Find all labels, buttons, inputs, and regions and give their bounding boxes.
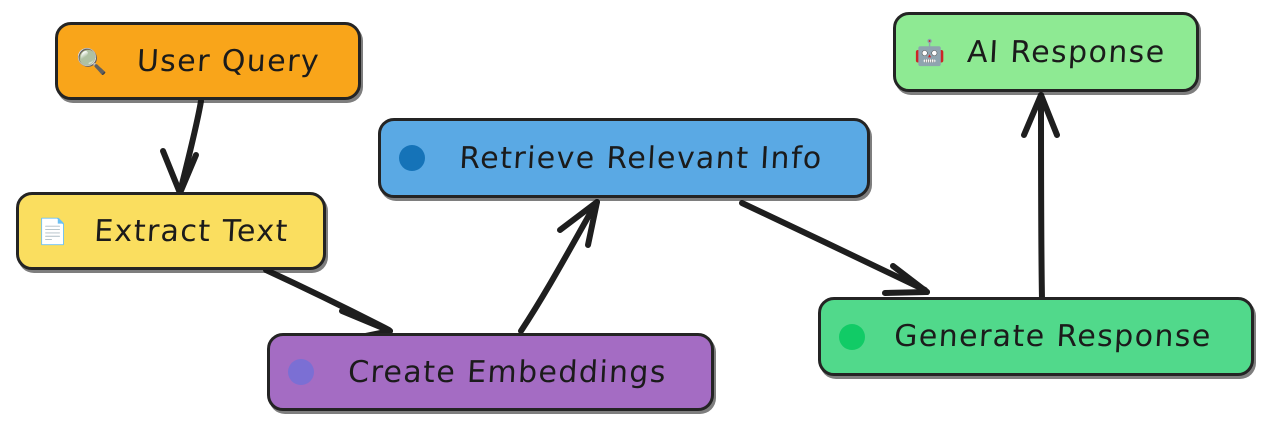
node-label: Generate Response bbox=[893, 319, 1213, 354]
green-dot-icon bbox=[839, 323, 865, 350]
node-generate-response[interactable]: Generate Response bbox=[818, 297, 1254, 376]
node-label: Create Embeddings bbox=[347, 354, 668, 390]
node-label: AI Response bbox=[966, 34, 1167, 70]
node-create-embeddings[interactable]: Create Embeddings bbox=[267, 333, 714, 411]
node-extract-text[interactable]: 📄 Extract Text bbox=[16, 192, 326, 270]
robot-icon: 🤖 bbox=[914, 37, 946, 67]
blue-dot-icon bbox=[399, 145, 425, 171]
node-retrieve-relevant-info[interactable]: Retrieve Relevant Info bbox=[378, 118, 870, 198]
node-label: Retrieve Relevant Info bbox=[458, 140, 824, 176]
magnifying-glass-icon: 🔍 bbox=[76, 46, 108, 76]
violet-dot-icon bbox=[288, 359, 314, 385]
node-label: Extract Text bbox=[93, 213, 290, 249]
edge-create-embeddings-retrieve bbox=[518, 199, 600, 334]
node-ai-response[interactable]: 🤖 AI Response bbox=[893, 12, 1199, 92]
edge-extract-text-create-embeddings bbox=[263, 267, 393, 342]
document-icon: 📄 bbox=[37, 216, 69, 246]
node-user-query[interactable]: 🔍 User Query bbox=[55, 22, 361, 100]
edge-retrieve-generate-response bbox=[739, 200, 930, 296]
node-label: User Query bbox=[136, 43, 322, 79]
edge-generate-response-ai-response bbox=[1021, 92, 1060, 302]
edge-user-query-extract-text bbox=[160, 98, 204, 196]
